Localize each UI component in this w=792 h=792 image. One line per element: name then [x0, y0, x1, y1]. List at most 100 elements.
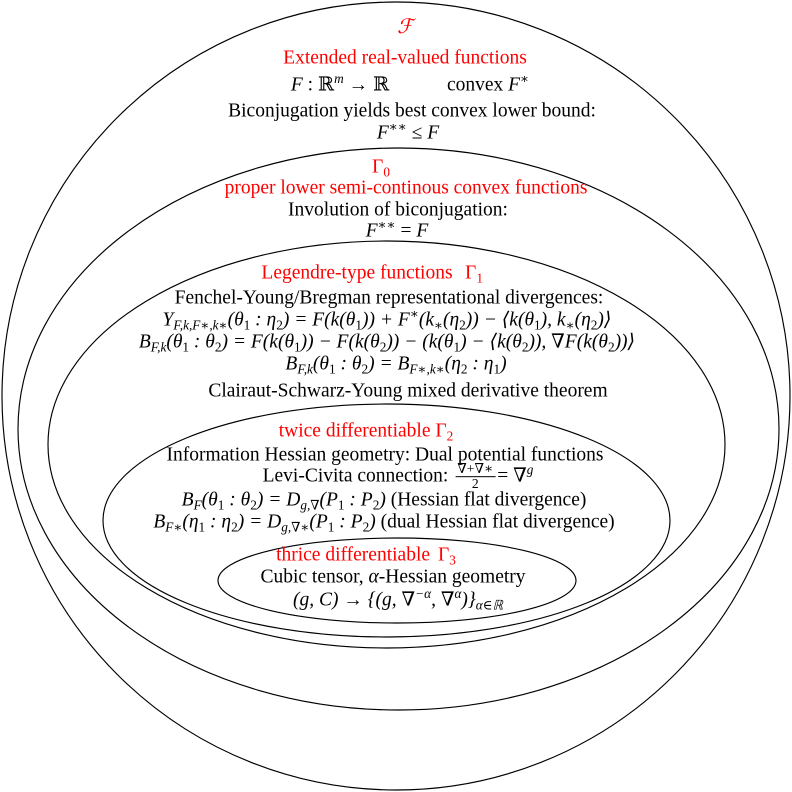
formula-part: : [302, 74, 318, 96]
formula-subscript: 2 [362, 519, 370, 535]
gamma1-symbol: Γ1 [465, 262, 483, 286]
outer-biconjugate-inequality: F∗∗ ≤ F [376, 120, 439, 144]
formula-part: ) − ⟨k(θ [460, 331, 522, 353]
formula-part: α [368, 566, 379, 588]
fraction-denominator: 2 [471, 476, 479, 492]
formula-part: B [285, 353, 298, 375]
formula-part: )) − ⟨k(θ [465, 309, 535, 331]
formula-part: : η [467, 353, 494, 375]
formula-part: (k [418, 309, 434, 331]
text-part: -Hessian geometry [378, 566, 526, 588]
formula-part: )⟩ [597, 309, 612, 331]
formula-subscript: 1 [217, 497, 225, 513]
formula-subscript: 2 [231, 519, 238, 535]
outer-conjugate-note: convex F∗ [447, 72, 529, 96]
formula-part: ))⟩ [614, 331, 636, 353]
formula-part: (η [574, 309, 591, 331]
formula-subscript: 1 [534, 317, 541, 333]
formula-subscript: 2 [607, 339, 615, 355]
formula-subscript: 1 [337, 497, 345, 513]
formula-part: F [376, 122, 389, 144]
formula-subscript: g,∇ [300, 497, 320, 513]
hessian-divergence-formula: BF(θ1 : θ2) = Dg,∇(P1 : P2) (Hessian fla… [182, 489, 587, 513]
formula-part: ) = B [368, 353, 410, 375]
formula-superscript: ∗ [409, 305, 419, 321]
formula-part: (η [443, 309, 460, 331]
formula-part: ) [500, 353, 507, 375]
formula-subscript: 1 [198, 519, 206, 535]
formula-part: ℝ [317, 74, 335, 96]
formula-part: ) = D [237, 511, 282, 533]
formula-part: )), ∇F(k(θ [528, 331, 608, 353]
formula-part: : η [205, 511, 232, 533]
formula-part: ) [379, 489, 386, 511]
formula-part: B [138, 331, 151, 353]
formula-part: ) = D [256, 489, 301, 511]
gamma2-title-text: twice differentiable [278, 420, 436, 442]
formula-superscript: α [454, 585, 462, 601]
formula-subscript: F∗ [165, 519, 183, 535]
formula-superscript: ∗∗ [388, 118, 407, 134]
formula-subscript: 1 [453, 339, 461, 355]
outer-domain-map-formula: F : ℝm → ℝ [291, 72, 389, 96]
gamma-glyph: Γ [465, 262, 477, 284]
formula-part: F [508, 74, 521, 96]
formula-superscript: g [526, 462, 534, 478]
set-boundary-gamma1 [47, 240, 726, 649]
gamma2-property: Information Hessian geometry: Dual poten… [166, 444, 604, 466]
gamma0-property: Involution of biconjugation: [288, 199, 508, 221]
formula-part: F [416, 220, 429, 242]
gamma1-title: Legendre-type functions [261, 262, 453, 284]
formula-part: : η [250, 309, 277, 331]
formula-part: : P [334, 511, 363, 533]
formula-subscript: ∗ [565, 317, 575, 333]
formula-subscript: 2 [250, 497, 257, 513]
set-boundary-gamma2 [102, 403, 671, 638]
formula-part: (g, C) → {(g, ∇ [293, 589, 416, 611]
formula-part: → [343, 74, 373, 96]
text-part: Cubic tensor, [260, 566, 369, 588]
formula-subscript: 1 [493, 361, 501, 377]
formula-part: (θ [166, 331, 183, 353]
formula-subscript: 1 [243, 317, 251, 333]
fenchel-young-divergence-formula: YF,k,F∗,k∗(θ1 : η2) = F(k(θ1)) + F∗(k∗(η… [163, 307, 612, 333]
formula-subscript: F [193, 497, 202, 513]
formula-superscript: m [334, 70, 344, 86]
formula-subscript: 2 [521, 339, 529, 355]
bregman-duality-formula: BF,k(θ1 : θ2) = BF∗,k∗(η2 : η1) [285, 353, 507, 377]
formula-part: , ∇ [431, 589, 455, 611]
formula-subscript: g,∇∗ [281, 519, 310, 535]
outer-set-symbol: ℱ [397, 16, 413, 38]
gamma-subscript: 2 [446, 428, 454, 444]
formula-superscript: −α [415, 585, 432, 601]
formula-subscript: F,k [150, 339, 167, 355]
formula-part: B [153, 511, 166, 533]
gamma2-title: twice differentiable Γ2 [278, 420, 454, 444]
set-boundary-gamma3 [217, 537, 577, 624]
formula-part: ), k [540, 309, 566, 331]
gamma-glyph: Γ [438, 544, 450, 566]
formula-part: (θ [227, 309, 244, 331]
formula-part: F [365, 220, 378, 242]
formula-subscript: 2 [372, 497, 380, 513]
formula-subscript: 1 [329, 361, 336, 377]
formula-part: ) [369, 511, 376, 533]
alpha-connection-family-formula: (g, C) → {(g, ∇−α, ∇α)}α∈ℝ [293, 587, 503, 612]
gamma0-symbol: Γ0 [372, 157, 390, 180]
formula-part: : P [344, 489, 373, 511]
formula-superscript: ∗∗ [377, 216, 396, 232]
fraction-numerator: ∇+∇∗ [455, 461, 496, 478]
gamma-subscript: 1 [476, 270, 483, 286]
formula-subscript: F,k,F∗,k∗ [173, 317, 228, 333]
gamma-subscript: 3 [449, 552, 456, 568]
set-boundary-gamma0 [17, 147, 780, 711]
gamma3-property: Cubic tensor, α-Hessian geometry [260, 567, 525, 587]
levi-civita-label: Levi-Civita connection: [262, 465, 454, 487]
gamma-subscript: 0 [383, 164, 390, 180]
formula-subscript: F,k [297, 361, 313, 377]
formula-subscript: 2 [214, 339, 222, 355]
formula-part: ≤ [406, 122, 428, 144]
